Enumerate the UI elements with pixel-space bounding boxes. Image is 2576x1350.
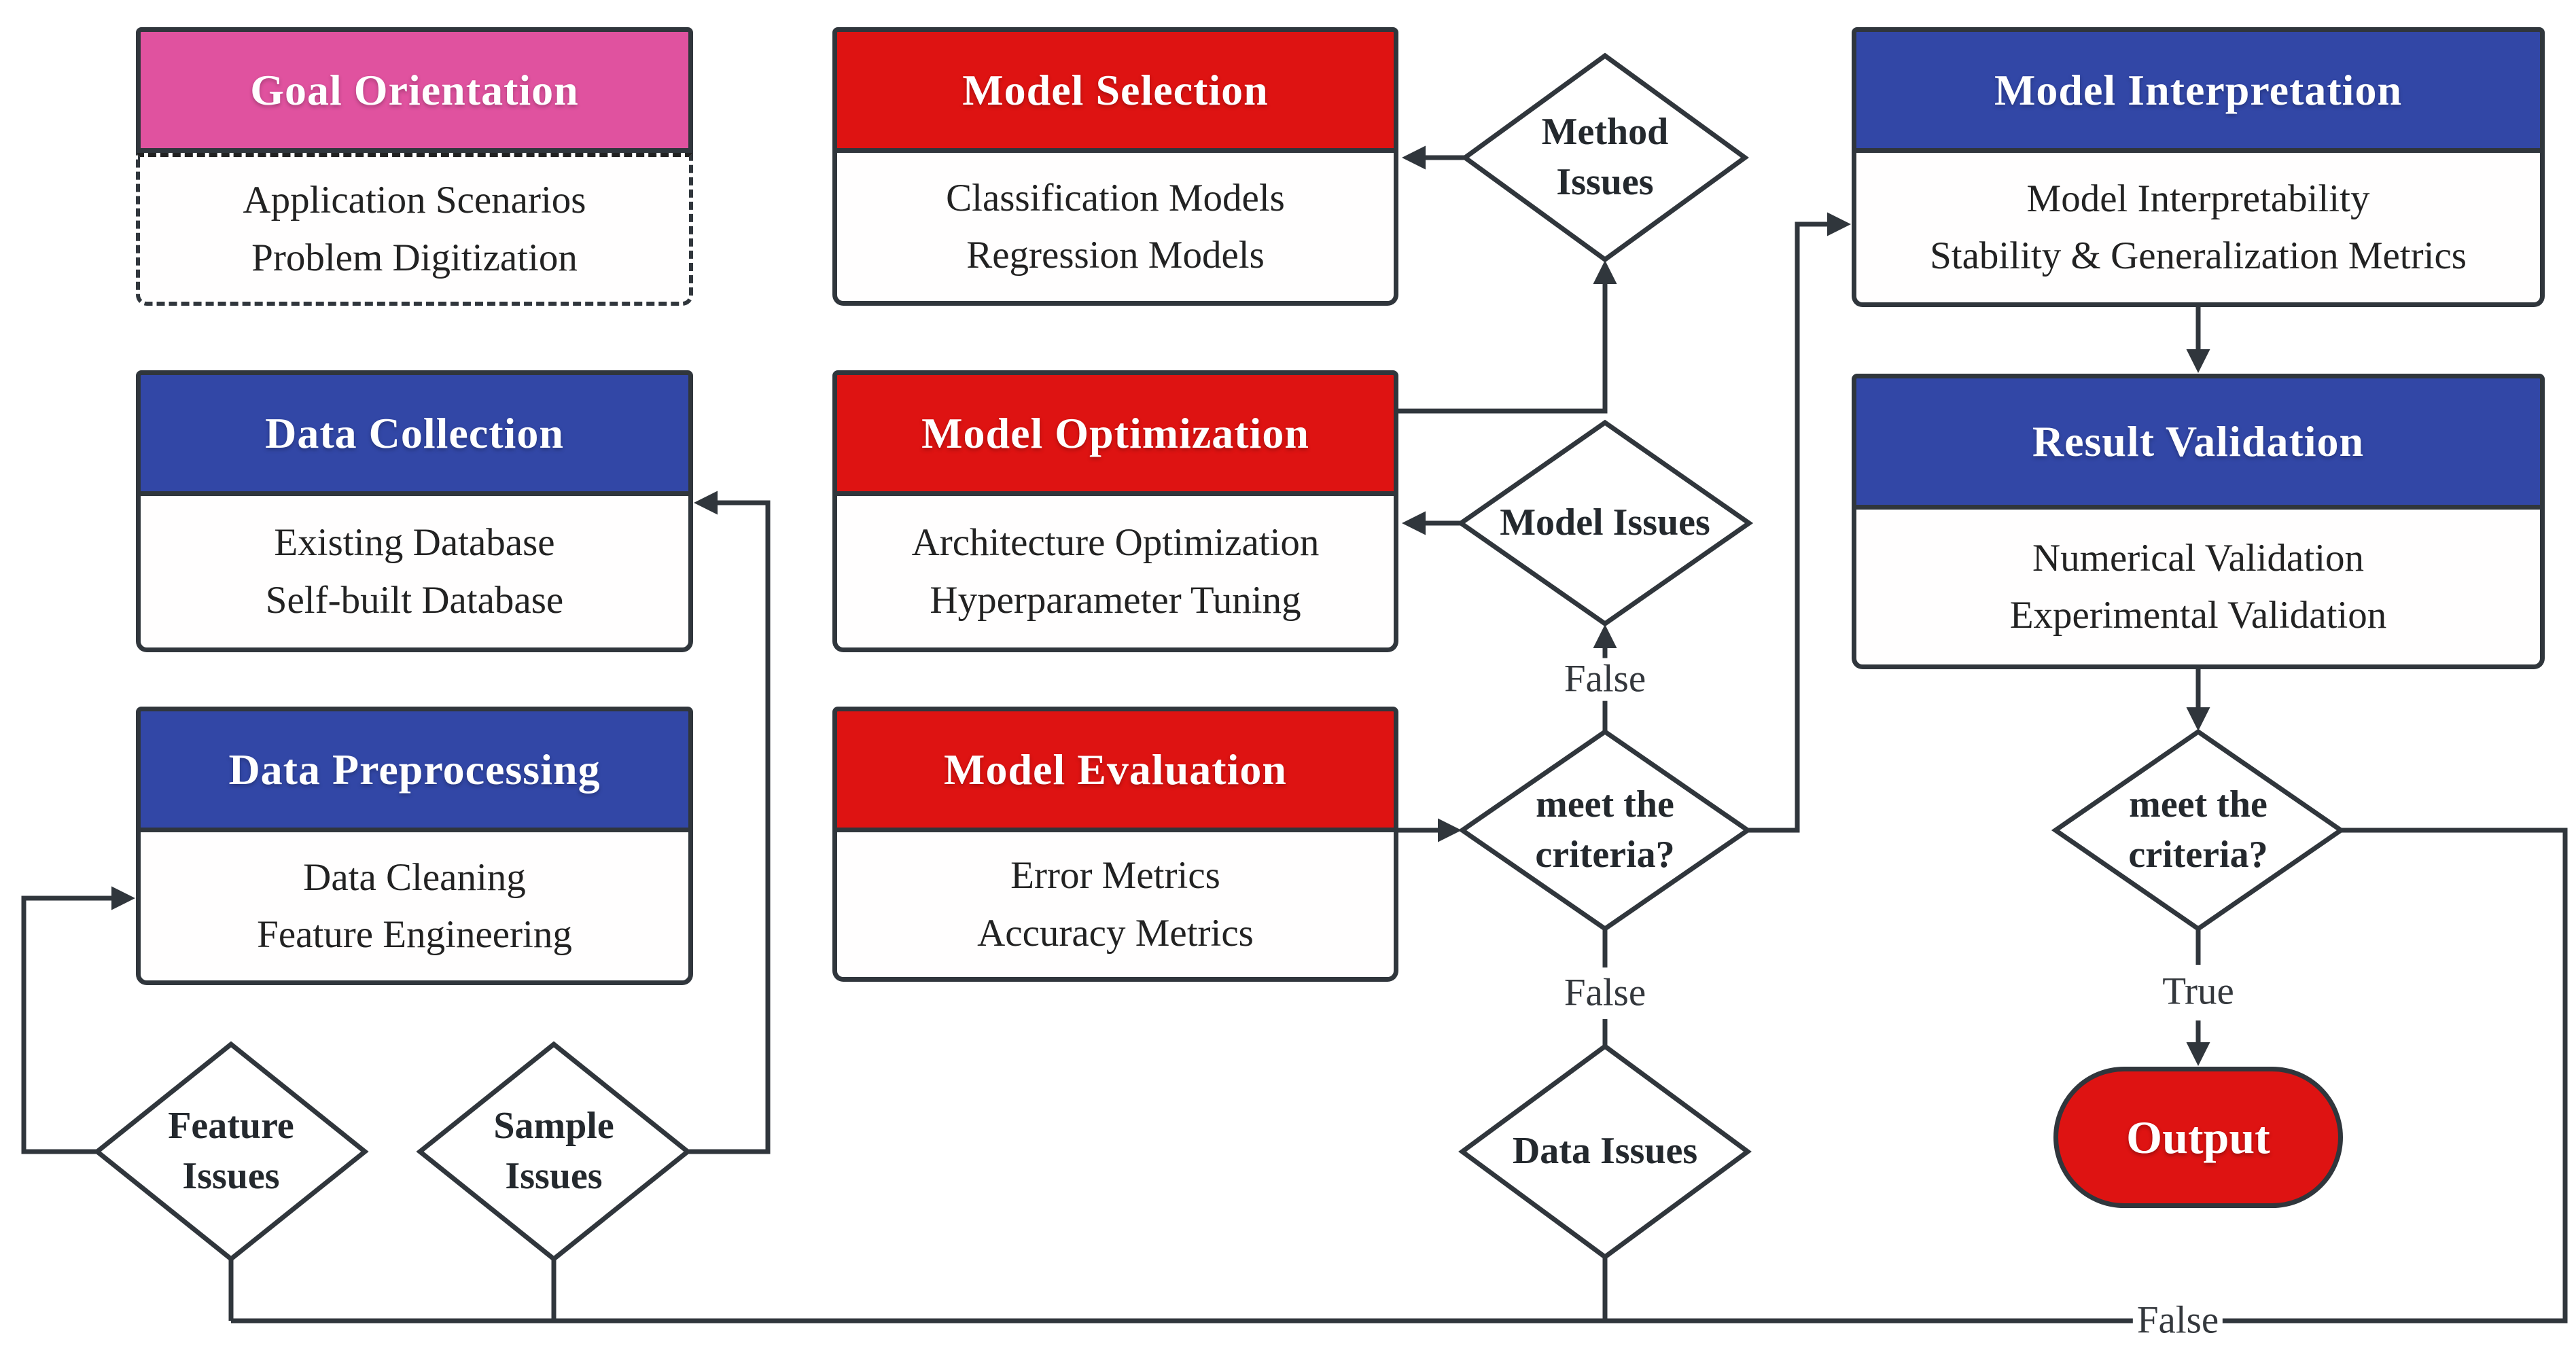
- stage-title: Model Selection: [962, 65, 1269, 114]
- decision-label: Issues: [505, 1155, 603, 1197]
- decision-label: meet the: [2129, 783, 2268, 826]
- stage-item: Experimental Validation: [2009, 594, 2387, 637]
- stage-model-interpretation-header: Model Interpretation: [1852, 27, 2545, 153]
- decision-label: Data Issues: [1512, 1130, 1698, 1173]
- stage-title: Result Validation: [2032, 417, 2365, 465]
- decision-method-issues-shape: [1461, 52, 1749, 263]
- decision-model-issues-shape: [1456, 419, 1754, 627]
- stage-title: Data Collection: [265, 408, 564, 457]
- stage-item: Model Interpretability: [2026, 177, 2370, 220]
- stage-result-validation-header: Result Validation: [1852, 374, 2545, 510]
- decision-label: Model Issues: [1500, 501, 1710, 544]
- decision-label: Sample: [493, 1105, 614, 1148]
- stage-data-collection-body: Existing Database Self-built Database: [136, 496, 693, 652]
- decision-data-issues: Data Issues: [1513, 1126, 1697, 1177]
- decision-sample-issues-shape: [416, 1041, 692, 1262]
- output-label: Output: [2126, 1111, 2270, 1163]
- decision-data-issues-shape: [1458, 1043, 1752, 1260]
- stage-item: Numerical Validation: [2032, 536, 2365, 580]
- decision-feature-issues-shape: [93, 1041, 369, 1262]
- stage-item: Self-built Database: [265, 578, 564, 622]
- decision-sample-issues: Sample Issues: [493, 1101, 614, 1202]
- decision-label: Issues: [182, 1155, 280, 1197]
- decision-label: Issues: [1556, 161, 1654, 203]
- stage-model-selection-body: Classification Models Regression Models: [832, 153, 1398, 306]
- connector-sample-to-collection: [688, 491, 771, 1154]
- stage-item: Stability & Generalization Metrics: [1930, 234, 2467, 277]
- stage-model-evaluation-body: Error Metrics Accuracy Metrics: [832, 832, 1398, 982]
- stage-goal-orientation-body: Application Scenarios Problem Digitizati…: [136, 153, 693, 306]
- decision-criteria-right-shape: [2051, 728, 2346, 932]
- stage-data-collection-header: Data Collection: [136, 370, 693, 496]
- decision-criteria-right: meet the criteria?: [2128, 780, 2268, 881]
- stage-model-optimization-header: Model Optimization: [832, 370, 1398, 496]
- decision-criteria-mid-shape: [1458, 728, 1752, 932]
- stage-model-selection-header: Model Selection: [832, 27, 1398, 153]
- stage-data-preprocessing-header: Data Preprocessing: [136, 707, 693, 832]
- stage-item: Hyperparameter Tuning: [930, 578, 1301, 622]
- stage-result-validation: Result Validation Numerical Validation E…: [1852, 374, 2545, 669]
- stage-item: Data Cleaning: [303, 855, 526, 899]
- stage-model-optimization-body: Architecture Optimization Hyperparameter…: [832, 496, 1398, 652]
- stage-item: Accuracy Metrics: [977, 911, 1254, 955]
- stage-result-validation-body: Numerical Validation Experimental Valida…: [1852, 510, 2545, 669]
- stage-item: Error Metrics: [1010, 854, 1220, 898]
- stage-model-optimization: Model Optimization Architecture Optimiza…: [832, 370, 1398, 652]
- stage-item: Architecture Optimization: [911, 521, 1320, 565]
- stage-data-preprocessing: Data Preprocessing Data Cleaning Feature…: [136, 707, 693, 985]
- stage-data-preprocessing-body: Data Cleaning Feature Engineering: [136, 832, 693, 985]
- stage-model-interpretation: Model Interpretation Model Interpretabil…: [1852, 27, 2545, 307]
- stage-title: Model Optimization: [921, 408, 1309, 457]
- stage-goal-orientation: Goal Orientation Application Scenarios P…: [136, 27, 693, 306]
- edge-label-false-model: False: [1555, 658, 1655, 701]
- connector-optimization-to-method: [1398, 260, 1617, 414]
- edge-label-true: True: [2154, 970, 2242, 1014]
- stage-item: Application Scenarios: [243, 179, 586, 222]
- decision-method-issues: Method Issues: [1542, 107, 1669, 208]
- connector-feature-to-preprocessing: [21, 886, 135, 1154]
- decision-feature-issues: Feature Issues: [168, 1101, 294, 1202]
- edge-label-false-data: False: [1555, 972, 1655, 1015]
- stage-item: Feature Engineering: [257, 913, 572, 956]
- stage-title: Goal Orientation: [250, 65, 579, 114]
- connector-criteria-to-interpretation: [1748, 212, 1851, 833]
- output-terminal: Output: [2053, 1067, 2343, 1208]
- stage-item: Classification Models: [946, 176, 1285, 219]
- stage-goal-orientation-header: Goal Orientation: [136, 27, 693, 153]
- decision-label: Method: [1541, 111, 1669, 154]
- stage-data-collection: Data Collection Existing Database Self-b…: [136, 370, 693, 652]
- decision-criteria-mid: meet the criteria?: [1535, 780, 1674, 881]
- stage-item: Existing Database: [274, 521, 555, 565]
- stage-model-evaluation: Model Evaluation Error Metrics Accuracy …: [832, 707, 1398, 982]
- edge-label-false-loop: False: [2132, 1299, 2223, 1343]
- decision-label: criteria?: [1535, 834, 1675, 876]
- stage-title: Data Preprocessing: [228, 745, 601, 794]
- stage-model-interpretation-body: Model Interpretability Stability & Gener…: [1852, 153, 2545, 307]
- stage-title: Model Interpretation: [1994, 65, 2403, 114]
- decision-label: meet the: [1536, 783, 1674, 826]
- stage-model-selection: Model Selection Classification Models Re…: [832, 27, 1398, 306]
- stage-item: Regression Models: [966, 234, 1265, 277]
- connector-false-loop: [231, 828, 2568, 1324]
- stage-title: Model Evaluation: [944, 745, 1287, 794]
- decision-model-issues: Model Issues: [1500, 498, 1710, 548]
- decision-label: Feature: [168, 1105, 294, 1148]
- stage-item: Problem Digitization: [251, 236, 578, 279]
- decision-label: criteria?: [2128, 834, 2268, 876]
- stage-model-evaluation-header: Model Evaluation: [832, 707, 1398, 832]
